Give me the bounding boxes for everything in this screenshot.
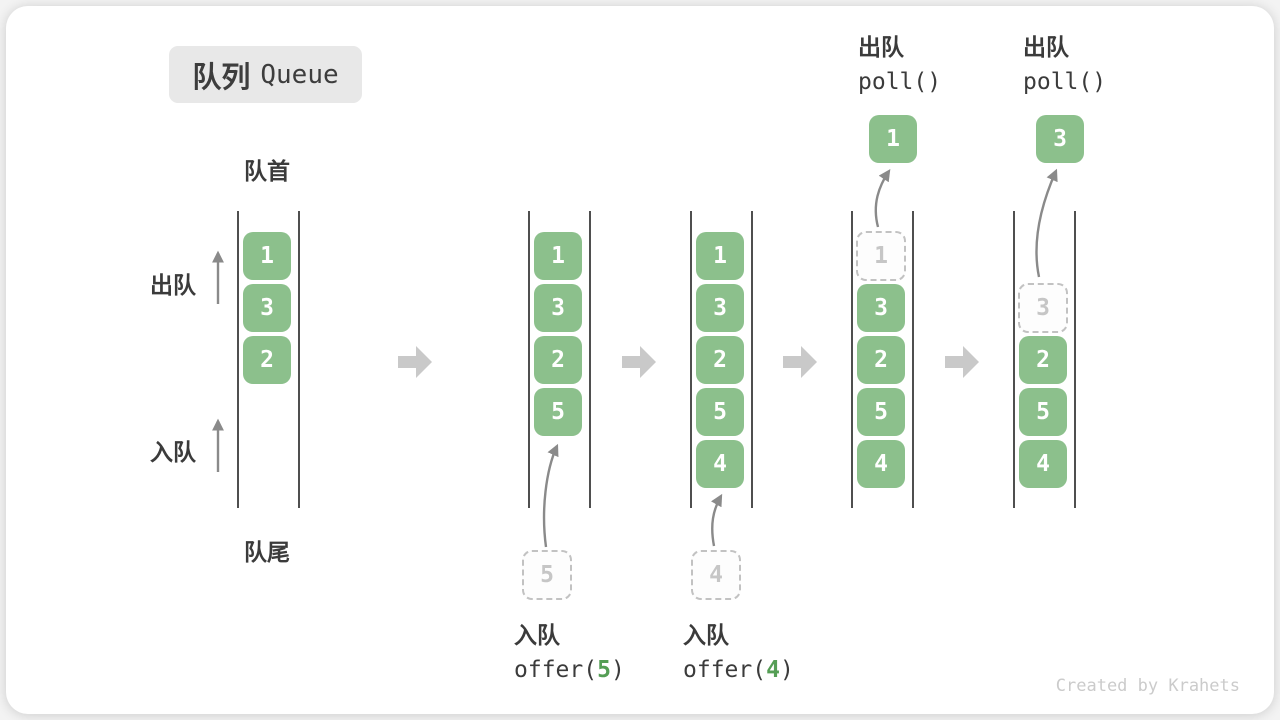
operation-label: 出队 bbox=[858, 34, 904, 60]
operation-label: 出队 bbox=[1023, 34, 1069, 60]
queue-cell: 5 bbox=[534, 388, 582, 436]
removed-cell-ghost: 3 bbox=[1018, 283, 1068, 333]
queue-cell: 2 bbox=[857, 336, 905, 384]
step-arrow-right-icon bbox=[783, 346, 817, 378]
queue-cell: 1 bbox=[534, 232, 582, 280]
title-en: Queue bbox=[260, 59, 339, 90]
queue-rear-label: 队尾 bbox=[244, 539, 290, 565]
pending-cell-ghost: 5 bbox=[522, 550, 572, 600]
queue-cell: 5 bbox=[857, 388, 905, 436]
code-fn: offer( bbox=[514, 657, 598, 683]
operation-code: offer(4) bbox=[683, 657, 794, 683]
queue-cell: 4 bbox=[857, 440, 905, 488]
operation-code: poll() bbox=[858, 69, 942, 95]
dequeue-move-arrow-icon bbox=[1035, 168, 1058, 278]
enqueue-side-label: 入队 bbox=[150, 439, 196, 465]
operation-code: offer(5) bbox=[514, 657, 625, 683]
dequeued-value-box: 1 bbox=[869, 115, 917, 163]
operation-label: 入队 bbox=[514, 622, 560, 648]
dequeue-side-label: 出队 bbox=[150, 272, 196, 298]
queue-wall bbox=[912, 211, 914, 508]
code-arg: 4 bbox=[766, 657, 780, 683]
queue-wall bbox=[589, 211, 591, 508]
queue-front-label: 队首 bbox=[244, 158, 290, 184]
code-close: ) bbox=[610, 657, 625, 683]
queue-wall bbox=[528, 211, 530, 508]
queue-cell: 3 bbox=[696, 284, 744, 332]
queue-wall bbox=[298, 211, 300, 508]
step-arrow-right-icon bbox=[945, 346, 979, 378]
dequeued-value-box: 3 bbox=[1036, 115, 1084, 163]
title-zh: 队列 bbox=[192, 61, 251, 94]
operation-enqueue-2: 入队 offer(4) bbox=[683, 616, 794, 683]
title-badge: 队列 Queue bbox=[169, 46, 362, 103]
step-arrow-right-icon bbox=[398, 346, 432, 378]
operation-enqueue-1: 入队 offer(5) bbox=[514, 616, 625, 683]
queue-cell: 3 bbox=[534, 284, 582, 332]
removed-cell-ghost: 1 bbox=[856, 231, 906, 281]
code-close: ) bbox=[779, 657, 794, 683]
queue-cell: 2 bbox=[696, 336, 744, 384]
queue-cell: 3 bbox=[857, 284, 905, 332]
queue-wall bbox=[1074, 211, 1076, 508]
queue-wall bbox=[237, 211, 239, 508]
queue-cell: 2 bbox=[534, 336, 582, 384]
queue-wall bbox=[1013, 211, 1015, 508]
code-fn: offer( bbox=[683, 657, 767, 683]
queue-cell: 4 bbox=[696, 440, 744, 488]
code-arg: 5 bbox=[597, 657, 611, 683]
queue-cell: 1 bbox=[243, 232, 291, 280]
pending-cell-ghost: 4 bbox=[691, 550, 741, 600]
queue-wall bbox=[751, 211, 753, 508]
queue-cell: 2 bbox=[1019, 336, 1067, 384]
watermark: Created by Krahets bbox=[1055, 676, 1240, 696]
enqueue-move-arrow-icon bbox=[542, 443, 559, 548]
enqueue-move-arrow-icon bbox=[711, 493, 723, 547]
queue-cell: 2 bbox=[243, 336, 291, 384]
queue-cell: 4 bbox=[1019, 440, 1067, 488]
operation-dequeue-1: 出队 poll() bbox=[858, 28, 941, 95]
queue-wall bbox=[690, 211, 692, 508]
step-arrow-right-icon bbox=[622, 346, 656, 378]
operation-code: poll() bbox=[1023, 69, 1107, 95]
operation-dequeue-2: 出队 poll() bbox=[1023, 28, 1106, 95]
queue-wall bbox=[851, 211, 853, 508]
operation-label: 入队 bbox=[683, 622, 729, 648]
queue-cell: 5 bbox=[696, 388, 744, 436]
queue-cell: 3 bbox=[243, 284, 291, 332]
dequeue-move-arrow-icon bbox=[874, 169, 891, 228]
queue-cell: 1 bbox=[696, 232, 744, 280]
queue-cell: 5 bbox=[1019, 388, 1067, 436]
